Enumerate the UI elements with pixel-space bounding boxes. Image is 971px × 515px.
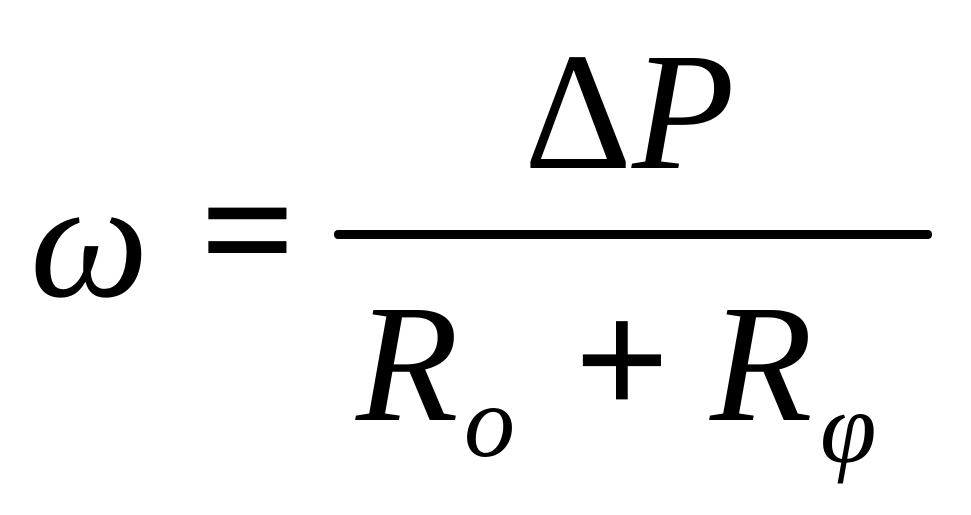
pressure-variable: P — [632, 19, 735, 205]
resistance-term-1-subscript: o — [464, 366, 515, 479]
plus-sign: + — [574, 267, 670, 453]
omega-symbol: ω — [30, 147, 149, 333]
resistance-term-2-subscript: φ — [820, 372, 877, 485]
fraction-numerator: ΔP — [524, 28, 735, 196]
fraction-denominator: R o + R φ — [350, 272, 950, 502]
resistance-term-1: R — [356, 271, 459, 457]
fraction-bar — [334, 230, 932, 239]
equals-sign: = — [200, 137, 296, 323]
delta-symbol: Δ — [524, 19, 633, 205]
resistance-term-2: R — [710, 271, 813, 457]
